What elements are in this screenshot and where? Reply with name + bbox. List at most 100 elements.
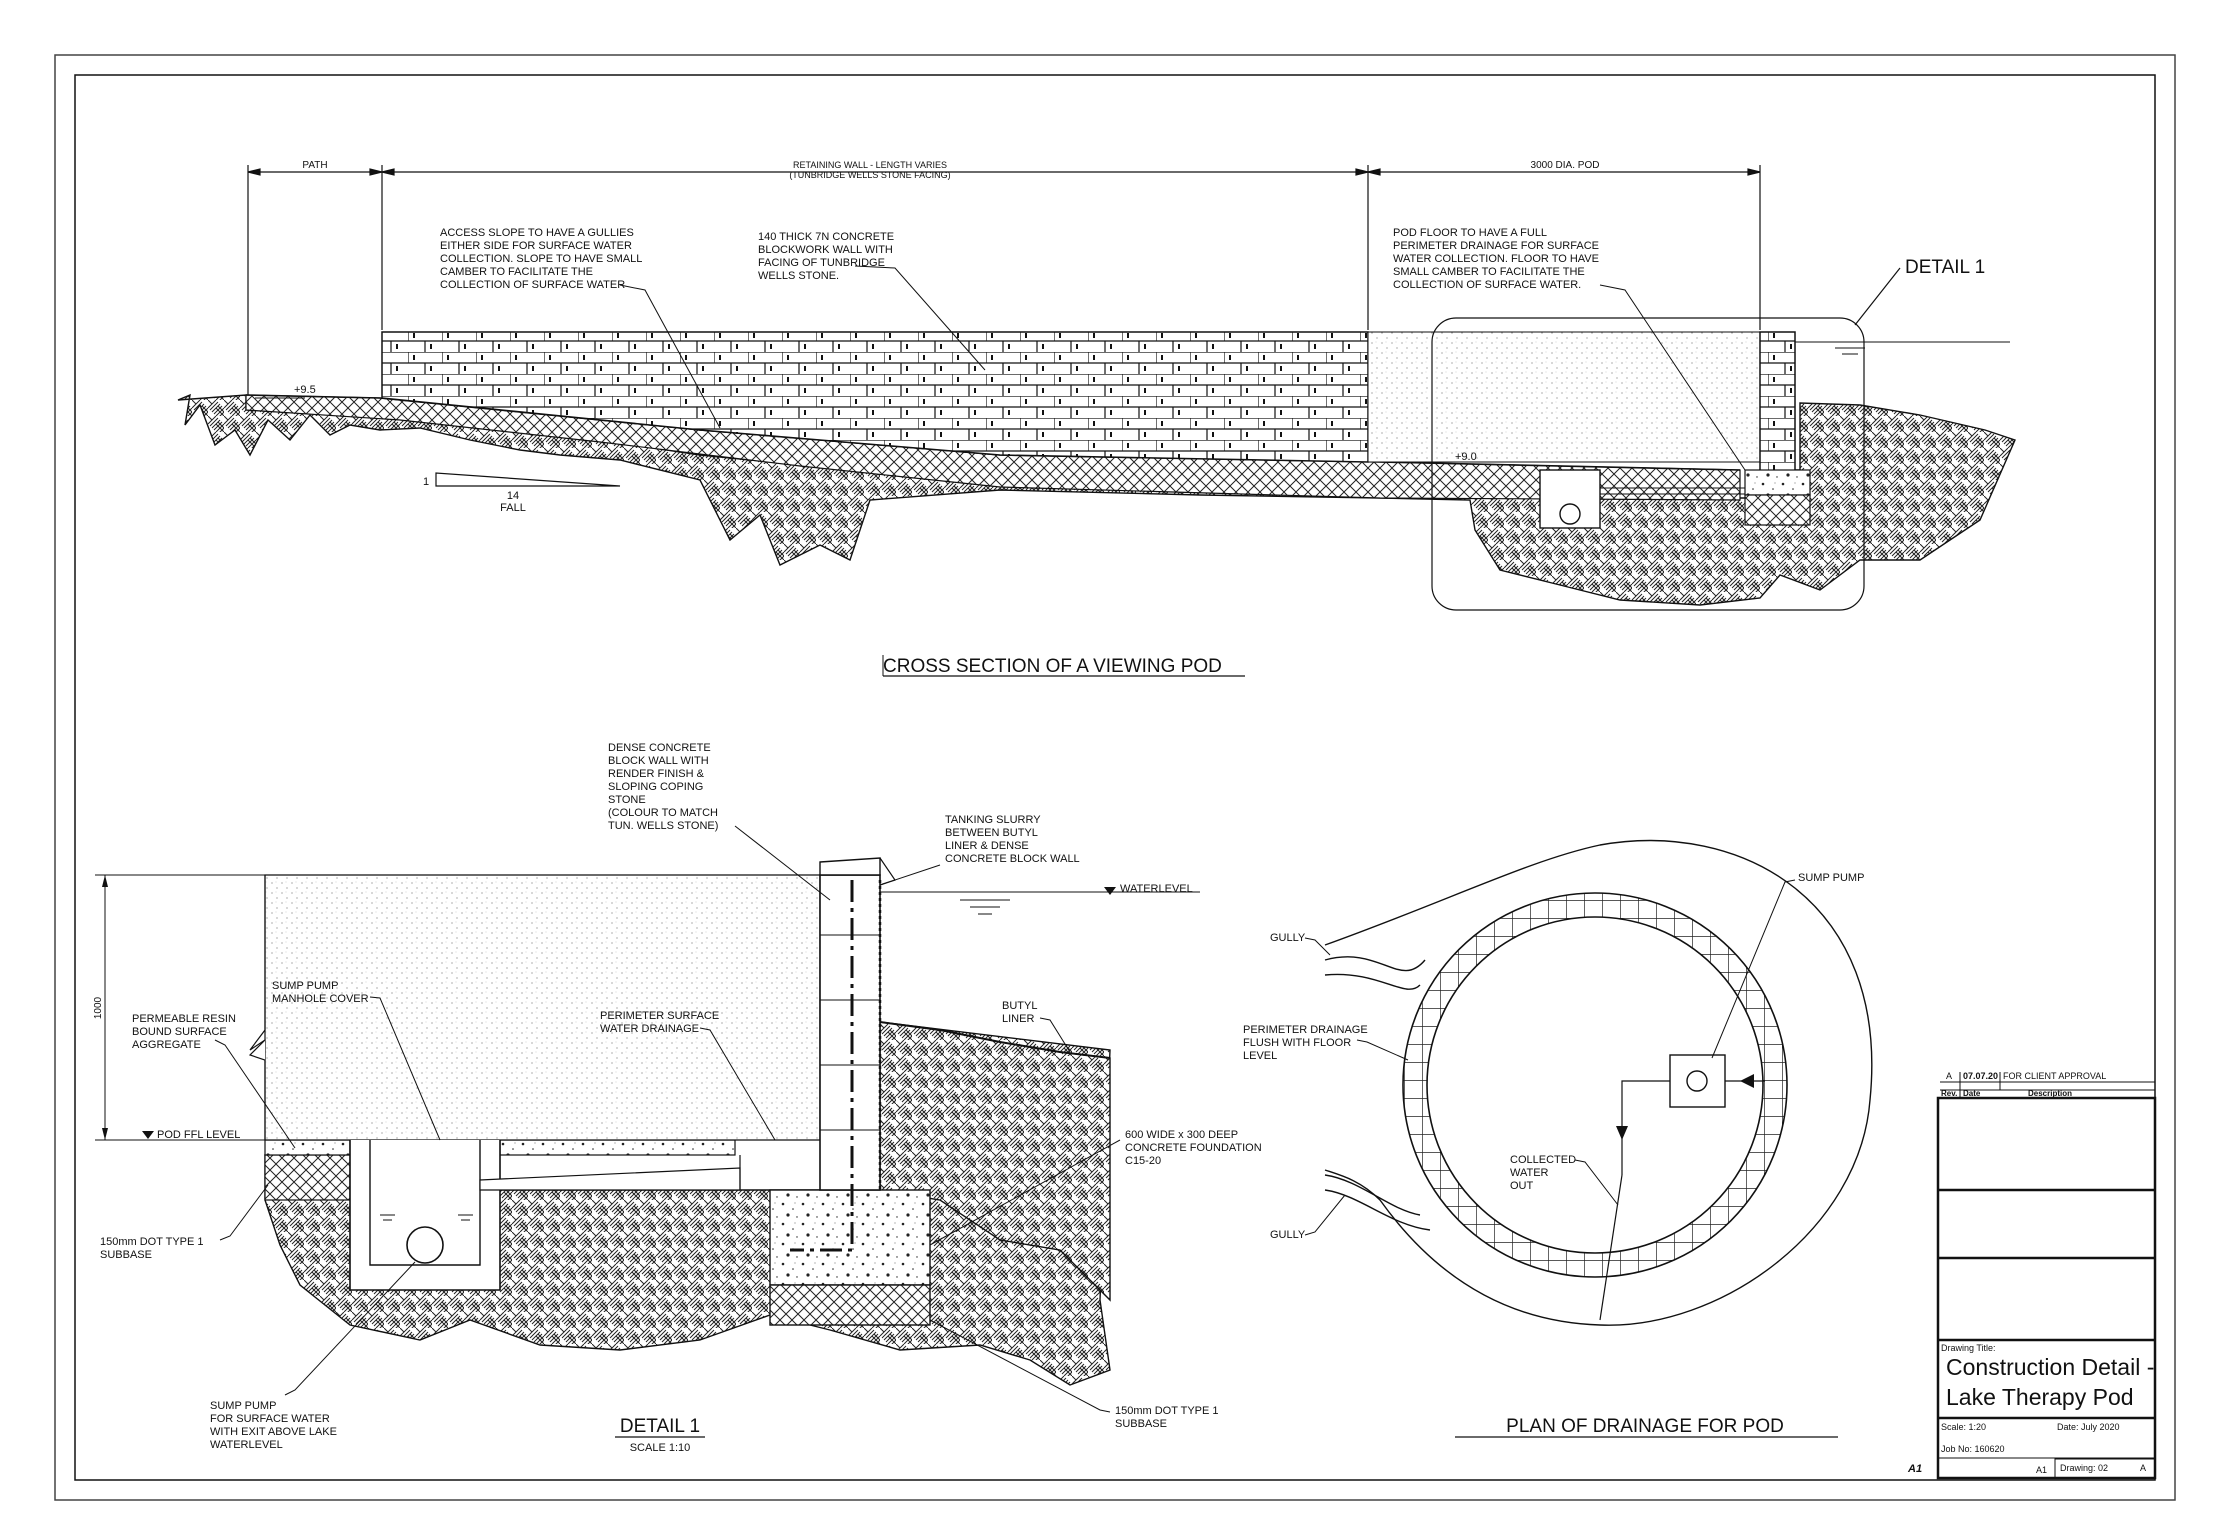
svg-text:COLLECTION OF SURFACE WATER: COLLECTION OF SURFACE WATER [440,279,625,291]
detail-boundary [1431,317,1865,611]
cross-section-title: CROSS SECTION OF A VIEWING POD [883,656,1222,677]
svg-text:CAMBER TO FACILITATE THE: CAMBER TO FACILITATE THE [440,266,593,278]
svg-text:PERIMETER DRAINAGE FOR SURFACE: PERIMETER DRAINAGE FOR SURFACE [1393,240,1599,252]
detail-callout: DETAIL 1 [1905,257,1985,278]
plan-title: PLAN OF DRAINAGE FOR POD [1506,1416,1784,1437]
note-subbase-left: 150mm DOT TYPE 1 SUBBASE [100,1184,269,1261]
note-block-wall: DENSE CONCRETE BLOCK WALL WITH RENDER FI… [608,742,831,901]
svg-text:RENDER FINISH &: RENDER FINISH & [608,768,705,780]
svg-text:BOUND SURFACE: BOUND SURFACE [132,1026,227,1038]
svg-text:WITH EXIT ABOVE LAKE: WITH EXIT ABOVE LAKE [210,1426,337,1438]
svg-text:COLLECTION OF SURFACE WATER.: COLLECTION OF SURFACE WATER. [1393,279,1581,291]
svg-text:COLLECTION. SLOPE TO HAVE SMAL: COLLECTION. SLOPE TO HAVE SMALL [440,253,642,265]
block-wall [819,874,881,1191]
svg-text:LINER & DENSE: LINER & DENSE [945,840,1029,852]
title-block: A 07.07.20 FOR CLIENT APPROVAL Rev. Date… [1907,1071,2157,1480]
svg-text:WATER DRAINAGE: WATER DRAINAGE [600,1023,699,1035]
svg-text:SUMP PUMP: SUMP PUMP [210,1400,276,1412]
note-access-slope: ACCESS SLOPE TO HAVE A GULLIES EITHER SI… [440,227,721,429]
svg-text:OUT: OUT [1510,1180,1534,1192]
note-sump-pump: SUMP PUMP FOR SURFACE WATER WITH EXIT AB… [210,1261,416,1451]
gully-bottom-label: GULLY [1270,1229,1306,1241]
svg-text:140 THICK 7N CONCRETE: 140 THICK 7N CONCRETE [758,231,894,243]
ffl-label: POD FFL LEVEL [157,1129,240,1141]
svg-text:BETWEEN BUTYL: BETWEEN BUTYL [945,827,1038,839]
pod-floor [1426,916,1764,1254]
drawing-title-label: Drawing Title: [1941,1343,1996,1353]
svg-text:PERMEABLE RESIN: PERMEABLE RESIN [132,1013,236,1025]
fall-label: FALL [500,502,526,514]
note-perimeter-drainage: PERIMETER SURFACE WATER DRAINAGE [600,1010,776,1141]
pod-water [1367,331,1761,463]
detail-scale: SCALE 1:10 [630,1442,691,1454]
rev-date: 07.07.20 [1963,1071,1998,1081]
drawing-rev: A [2140,1463,2146,1473]
plan-outer-curve [1324,839,1873,1326]
svg-text:STONE: STONE [608,794,646,806]
dim-path-label: PATH [302,160,327,171]
svg-text:CONCRETE FOUNDATION: CONCRETE FOUNDATION [1125,1142,1262,1154]
svg-text:CONCRETE BLOCK WALL: CONCRETE BLOCK WALL [945,853,1080,865]
plan-note-perimeter: PERIMETER DRAINAGE FLUSH WITH FLOOR LEVE… [1243,1024,1409,1062]
job-number: Job No: 160620 [1941,1444,2005,1454]
svg-text:150mm DOT TYPE 1: 150mm DOT TYPE 1 [100,1236,204,1248]
dimension-line [247,165,1761,395]
title-block-frame [1936,1096,2157,1480]
note-manhole: SUMP PUMP MANHOLE COVER [272,980,441,1141]
svg-text:WATER COLLECTION. FLOOR TO HAV: WATER COLLECTION. FLOOR TO HAVE [1393,253,1599,265]
svg-text:SMALL CAMBER TO FACILITATE THE: SMALL CAMBER TO FACILITATE THE [1393,266,1585,278]
note-butyl: BUTYL LINER [1002,1000,1071,1053]
level-high: +9.5 [294,384,316,396]
outer-border [54,54,2176,1501]
svg-text:BUTYL: BUTYL [1002,1000,1037,1012]
svg-text:COLLECTED: COLLECTED [1510,1154,1576,1166]
svg-text:C15-20: C15-20 [1125,1155,1161,1167]
sump-pump-label: SUMP PUMP [1798,872,1864,884]
svg-text:AGGREGATE: AGGREGATE [132,1039,201,1051]
drawing-number: Drawing: 02 [2060,1463,2108,1473]
pod-wall [1759,331,1796,473]
plan-view: GULLY GULLY SUMP PUMP PERIMETER DRAINAGE… [1243,839,1873,1438]
svg-text:EITHER SIDE FOR SURFACE WATER: EITHER SIDE FOR SURFACE WATER [440,240,632,252]
plan-note-collected: COLLECTED WATER OUT [1510,1154,1619,1206]
scale-value: Scale: 1:20 [1941,1422,1986,1432]
svg-text:SUBBASE: SUBBASE [100,1249,152,1261]
note-tanking: TANKING SLURRY BETWEEN BUTYL LINER & DEN… [879,814,1080,886]
fall-rise: 1 [423,476,429,488]
svg-text:WATER: WATER [1510,1167,1549,1179]
dim-pod-label: 3000 DIA. POD [1531,160,1600,171]
subbase-left [264,1154,351,1201]
rev-code: A [1946,1071,1952,1081]
svg-text:SLOPING COPING: SLOPING COPING [608,781,703,793]
svg-text:LINER: LINER [1002,1013,1034,1025]
svg-text:WATERLEVEL: WATERLEVEL [210,1439,283,1451]
detail-title: DETAIL 1 [620,1416,700,1437]
svg-text:600 WIDE x 300 DEEP: 600 WIDE x 300 DEEP [1125,1129,1238,1141]
fall-symbol [435,472,621,487]
svg-text:FLUSH WITH FLOOR: FLUSH WITH FLOOR [1243,1037,1351,1049]
svg-text:SUMP PUMP: SUMP PUMP [272,980,338,992]
svg-text:TANKING SLURRY: TANKING SLURRY [945,814,1041,826]
svg-text:ACCESS SLOPE TO HAVE A GULLIES: ACCESS SLOPE TO HAVE A GULLIES [440,227,634,239]
date-value: Date: July 2020 [2057,1422,2120,1432]
svg-text:DENSE CONCRETE: DENSE CONCRETE [608,742,711,754]
svg-text:FACING OF TUNBRIDGE: FACING OF TUNBRIDGE [758,257,885,269]
detail-1-section: WATERLEVEL 1000 POD FFL LEVEL DENSE CONC… [90,742,1290,1454]
svg-text:FOR SURFACE WATER: FOR SURFACE WATER [210,1413,330,1425]
svg-text:WELLS STONE.: WELLS STONE. [758,270,839,282]
gully-top-path [1324,956,1426,972]
dim-wall-sublabel: (TUNBRIDGE WELLS STONE FACING) [789,170,950,180]
detail-water [249,874,821,1141]
gully-bottom-path [1324,1174,1421,1216]
note-pod-floor: POD FLOOR TO HAVE A FULL PERIMETER DRAIN… [1393,227,1746,471]
drawing-title-line-2: Lake Therapy Pod [1946,1384,2134,1410]
svg-text:SUBBASE: SUBBASE [1115,1418,1167,1430]
svg-text:PERIMETER SURFACE: PERIMETER SURFACE [600,1010,719,1022]
svg-text:MANHOLE COVER: MANHOLE COVER [272,993,369,1005]
note-resin: PERMEABLE RESIN BOUND SURFACE AGGREGATE [132,1013,296,1149]
svg-text:(COLOUR TO MATCH: (COLOUR TO MATCH [608,807,718,819]
cross-section-view: PATH RETAINING WALL - LENGTH VARIES (TUN… [177,160,2016,677]
svg-text:BLOCK WALL WITH: BLOCK WALL WITH [608,755,709,767]
svg-text:BLOCKWORK WALL WITH: BLOCKWORK WALL WITH [758,244,893,256]
